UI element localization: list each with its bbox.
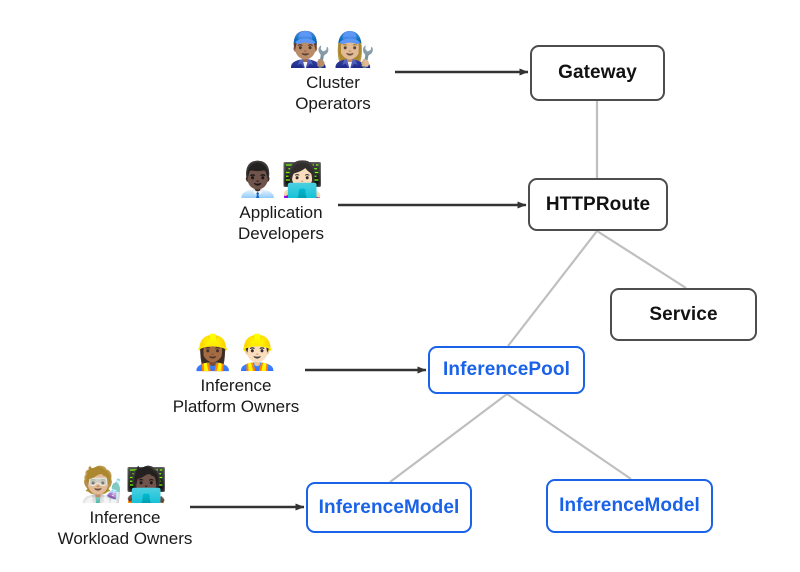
node-label: InferenceModel <box>559 495 700 516</box>
node-label: InferenceModel <box>318 496 460 518</box>
persona-label: Application Developers <box>238 203 324 243</box>
persona-inference-platform-owners: 👷🏾‍♀️👷🏻‍♂️Inference Platform Owners <box>166 333 306 417</box>
persona-cluster-operators: 👨🏽‍🔧👩🏼‍🔧Cluster Operators <box>277 30 389 114</box>
node-inferencepool[interactable]: InferencePool <box>428 346 585 394</box>
node-label: InferencePool <box>443 359 570 380</box>
persona-inference-workload-owners: 🧑🏼‍🔬🧑🏿‍💻Inference Workload Owners <box>52 465 198 549</box>
node-label: HTTPRoute <box>545 193 651 215</box>
node-httproute[interactable]: HTTPRoute <box>528 178 668 231</box>
node-inferencemodel1[interactable]: InferenceModel <box>306 482 472 533</box>
relation-line-httproute-service <box>596 230 687 289</box>
scientist-and-technologist-pair-icon: 🧑🏼‍🔬🧑🏿‍💻 <box>80 465 170 505</box>
relation-lines <box>389 101 687 483</box>
persona-arrows <box>190 68 529 511</box>
relation-line-pool-model1 <box>389 393 508 483</box>
construction-workers-pair-icon: 👷🏾‍♀️👷🏻‍♂️ <box>191 333 281 373</box>
mechanics-pair-icon: 👨🏽‍🔧👩🏼‍🔧 <box>288 30 378 70</box>
office-worker-and-technologist-pair-icon: 👨🏿‍💼👩🏻‍💻 <box>236 160 326 200</box>
persona-label: Inference Workload Owners <box>57 508 193 548</box>
node-inferencemodel2[interactable]: InferenceModel <box>546 479 713 533</box>
node-gateway[interactable]: Gateway <box>530 45 665 101</box>
persona-label: Inference Platform Owners <box>172 376 300 416</box>
relation-line-pool-model2 <box>506 393 632 480</box>
persona-label: Cluster Operators <box>295 73 371 113</box>
persona-application-developers: 👨🏿‍💼👩🏻‍💻Application Developers <box>218 160 344 244</box>
node-label: Service <box>649 303 718 325</box>
relation-line-httproute-inferencepool <box>507 230 598 347</box>
node-label: Gateway <box>558 62 637 83</box>
node-service[interactable]: Service <box>610 288 757 341</box>
